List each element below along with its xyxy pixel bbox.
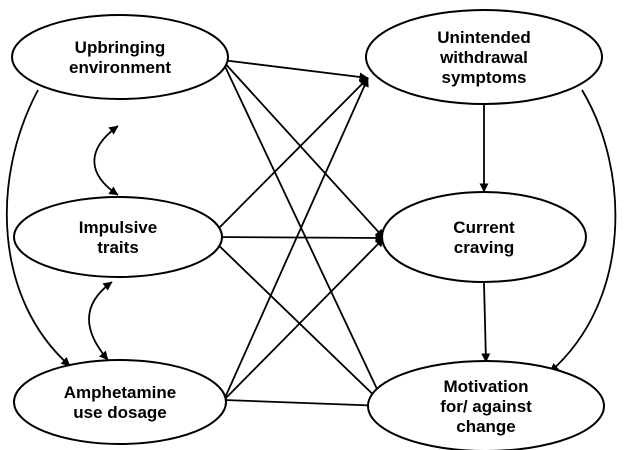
node-ellipse-amphetamine — [13, 359, 227, 445]
node-label-withdrawal-line-3: symptoms — [441, 68, 526, 87]
node-label-craving-line-2: craving — [454, 238, 514, 257]
arrow-amphetamine-to-craving — [223, 237, 385, 401]
arrow-upbringing-to-motivation — [221, 59, 386, 407]
arrow-upbringing-to-craving — [221, 59, 385, 239]
node-ellipse-motivation — [367, 360, 605, 450]
nodes-layer: UpbringingenvironmentImpulsivetraitsAmph… — [11, 9, 605, 450]
node-label-upbringing-line-1: Upbringing — [75, 38, 166, 57]
node-label-withdrawal-line-2: withdrawal — [439, 48, 528, 67]
arrow-impulsive-to-motivation — [209, 236, 386, 407]
node-label-amphetamine-line-1: Amphetamine — [64, 383, 176, 402]
node-label-motivation-line-2: for/ against — [440, 397, 532, 416]
node-ellipse-impulsive — [13, 196, 223, 278]
node-label-withdrawal-line-1: Unintended — [437, 28, 531, 47]
arrow-withdrawal-to-motivation — [549, 89, 617, 373]
node-label-upbringing-line-2: environment — [69, 58, 171, 77]
node-label-impulsive-line-1: Impulsive — [79, 218, 157, 237]
bidirectional-arrow-impulsive-to-amphetamine — [88, 281, 113, 361]
bidirectional-arrow-upbringing-to-impulsive — [93, 125, 119, 196]
arrow-upbringing-to-withdrawal — [221, 59, 369, 82]
node-label-amphetamine-line-2: use dosage — [73, 403, 167, 422]
arrow-amphetamine-to-withdrawal — [223, 77, 369, 401]
arrow-amphetamine-to-motivation — [223, 399, 386, 411]
node-label-motivation-line-1: Motivation — [444, 377, 529, 396]
arrow-upbringing-to-amphetamine — [5, 89, 71, 367]
node-ellipse-craving — [381, 191, 587, 283]
node-label-impulsive-line-2: traits — [97, 238, 139, 257]
node-label-motivation-line-3: change — [456, 417, 516, 436]
edges-layer — [5, 59, 617, 411]
arrow-impulsive-to-withdrawal — [209, 77, 369, 238]
node-label-craving-line-1: Current — [453, 218, 515, 237]
node-ellipse-upbringing — [11, 14, 229, 100]
node-ellipse-withdrawal — [365, 9, 603, 105]
arrow-craving-to-motivation — [481, 282, 491, 363]
